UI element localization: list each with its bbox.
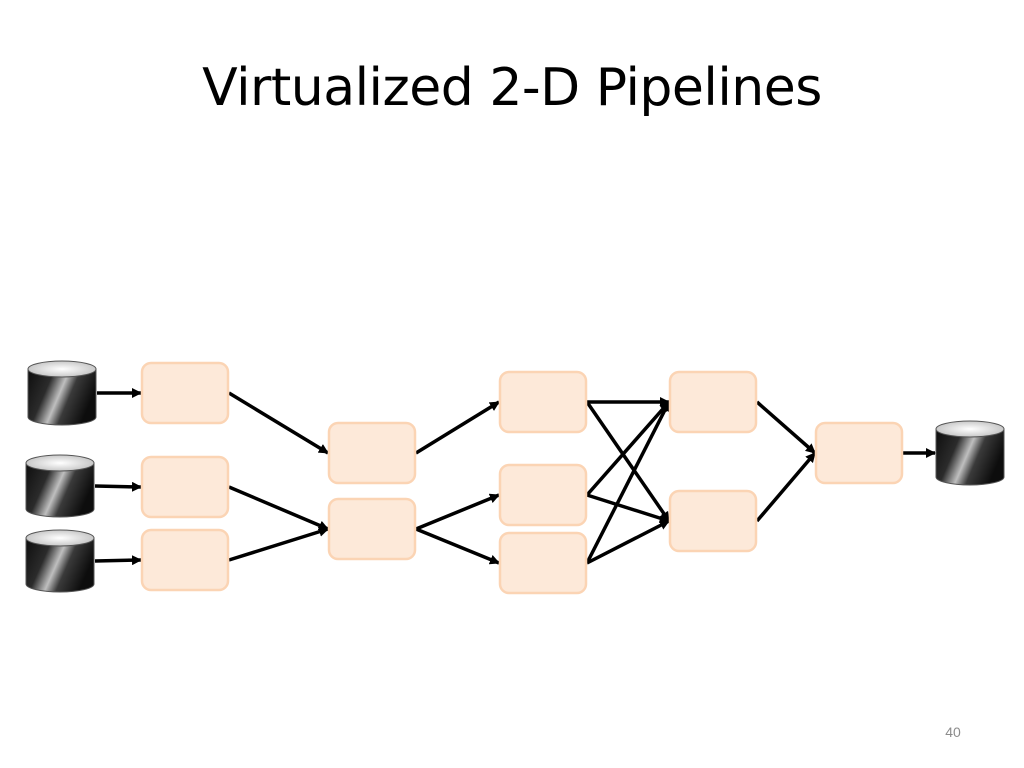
edge-s3c-to-s4a <box>585 401 671 564</box>
pipeline-stage-s3b <box>498 463 588 527</box>
pipeline-stage-s1c <box>140 528 230 592</box>
edge-s4b-to-s5 <box>755 451 817 523</box>
edge-s1c-to-s2b <box>228 526 329 562</box>
page-number: 40 <box>945 724 961 740</box>
edge-s2b-to-s3b <box>415 493 500 531</box>
edge-s1b-to-s2b <box>228 485 329 531</box>
edge-s2a-to-s3a <box>415 400 500 455</box>
edge-layer <box>94 388 936 566</box>
pipeline-stage-s3c <box>498 531 588 595</box>
data-cylinder-src1 <box>27 360 97 426</box>
edge-s3c-to-s4b <box>586 519 670 565</box>
node-layer <box>25 360 1005 595</box>
edge-s3b-to-s4a <box>585 400 671 497</box>
edge-s1a-to-s2a <box>228 391 329 455</box>
edge-s2b-to-s3c <box>415 527 500 565</box>
edge-s3a-to-s4b <box>585 401 671 522</box>
pipeline-stage-s4b <box>668 489 758 553</box>
pipeline-stage-s4a <box>668 370 758 434</box>
pipeline-stage-s5 <box>814 421 904 485</box>
pipeline-stage-s1a <box>140 361 230 425</box>
edge-src2-to-s1b <box>94 481 142 492</box>
pipeline-stage-s2b <box>327 497 417 561</box>
data-cylinder-sink <box>935 420 1005 486</box>
data-cylinder-src3 <box>25 529 95 593</box>
slide-title: Virtualized 2-D Pipelines <box>202 58 822 118</box>
edge-s3b-to-s4b <box>586 493 670 524</box>
edge-s4a-to-s5 <box>755 400 817 455</box>
pipeline-stage-s1b <box>140 455 230 519</box>
edge-src3-to-s1c <box>94 555 142 566</box>
pipeline-stage-s3a <box>498 370 588 434</box>
pipeline-stage-s2a <box>327 421 417 485</box>
data-cylinder-src2 <box>25 454 95 518</box>
